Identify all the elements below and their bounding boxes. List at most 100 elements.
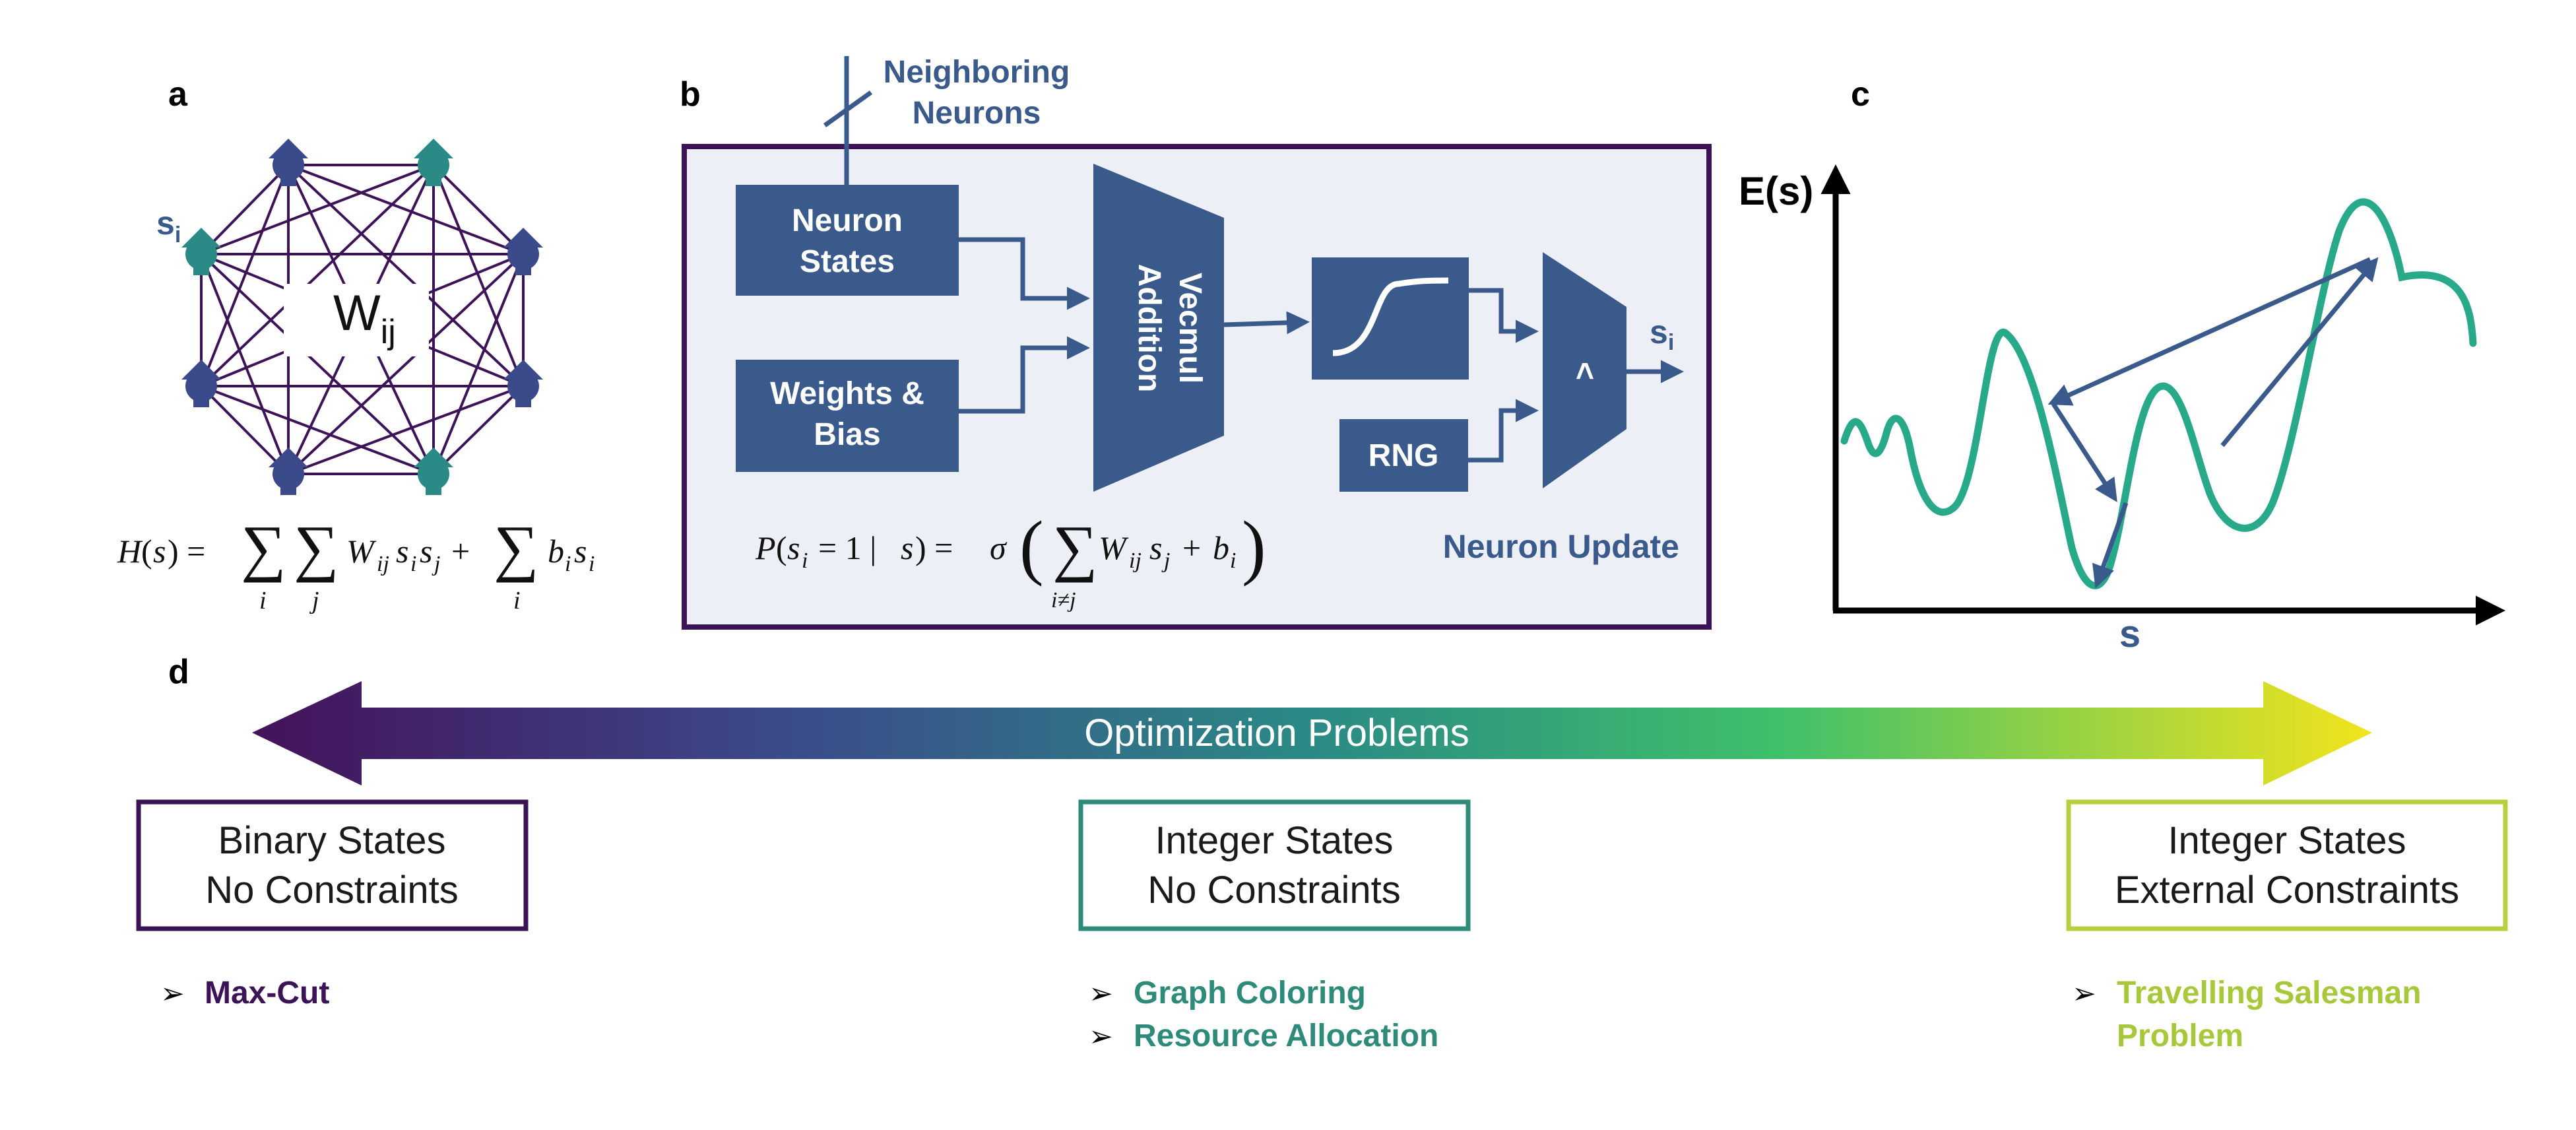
graph-edge (200, 253, 290, 475)
descent-arrow-1 (2051, 403, 2117, 502)
neuron-states-block (736, 185, 959, 296)
svg-text:∑: ∑ (1052, 512, 1097, 583)
svg-text:) =: ) = (915, 529, 953, 566)
svg-text:(: ( (141, 533, 152, 570)
graph-edge (201, 164, 434, 255)
svg-text:i: i (513, 587, 521, 615)
svg-text:+: + (1182, 529, 1201, 566)
bullet-max-cut: Max-Cut (205, 976, 329, 1011)
svg-text:∑: ∑ (494, 512, 538, 583)
x-axis-label: s (2119, 613, 2141, 655)
bullet-resource-allocation: Resource Allocation (1134, 1018, 1438, 1053)
svg-text:∑: ∑ (294, 512, 338, 583)
neuron-states-label-1: Neuron (792, 203, 903, 238)
category-box-integer: Integer States No Constraints (1078, 799, 1471, 931)
bullet-tsp-line2: Problem (2117, 1018, 2243, 1053)
spin-node (414, 139, 453, 186)
graph-edge (288, 385, 524, 475)
rng-to-comparator-wire (1468, 399, 1539, 463)
svg-text:s: s (574, 533, 587, 570)
svg-text:b: b (1213, 529, 1229, 566)
graph-edge (432, 253, 525, 475)
svg-text:i≠j: i≠j (1051, 588, 1076, 613)
svg-text:j: j (432, 552, 440, 576)
svg-text:W: W (1099, 529, 1129, 566)
svg-text:j: j (1161, 548, 1170, 573)
transition-arrows (2047, 257, 2379, 589)
svg-text:i: i (410, 552, 416, 576)
svg-text:s: s (1149, 529, 1162, 566)
graph-edge (432, 385, 525, 475)
svg-text:P: P (755, 529, 776, 566)
bullet-list-integer: ➢ Graph Coloring ➢ Resource Allocation (1089, 976, 1438, 1053)
weights-bias-label-2: Bias (814, 417, 880, 452)
neighbors-label-1: Neighboring (884, 55, 1070, 90)
svg-text:j: j (309, 587, 319, 615)
spin-node (181, 228, 221, 275)
box-binary-line2: No Constraints (205, 869, 459, 912)
spin-nodes (181, 139, 543, 495)
svg-text:∑: ∑ (241, 512, 286, 583)
svg-text:s: s (396, 533, 408, 570)
rng-block (1339, 419, 1468, 492)
category-box-binary: Binary States No Constraints (136, 799, 529, 931)
sigmoid-block (1312, 257, 1469, 380)
vecmul-addition-block (1093, 164, 1224, 492)
panel-label-c: c (1851, 75, 1870, 114)
bullet-marker: ➢ (1089, 1020, 1113, 1053)
sigmoid-to-comparator-wire (1469, 288, 1539, 343)
neighbors-label-2: Neurons (913, 96, 1041, 131)
bus-slash (823, 90, 873, 127)
svg-text:): ) (1242, 506, 1266, 587)
svg-text:s: s (153, 533, 166, 570)
spin-node (503, 360, 543, 407)
panel-label-b: b (680, 75, 701, 114)
graph-edge (288, 164, 524, 255)
graph-edge (201, 385, 434, 475)
bullet-list-constrained: ➢ Travelling Salesman Problem (2072, 976, 2422, 1053)
bullet-marker: ➢ (160, 978, 185, 1010)
svg-text:= 1 |: = 1 | (818, 529, 876, 566)
neuron-update-label: Neuron Update (1443, 528, 1679, 565)
optimization-spectrum-arrow (252, 681, 2372, 785)
bullet-marker: ➢ (2072, 978, 2096, 1010)
panel-label-d: d (168, 653, 189, 691)
weight-label-bg (284, 284, 429, 356)
graph-edge (200, 164, 290, 255)
graph-edge (200, 164, 290, 387)
svg-text:s: s (420, 533, 432, 570)
svg-text:i: i (259, 587, 267, 615)
descent-arrow-2 (2092, 502, 2129, 589)
bullet-graph-coloring: Graph Coloring (1134, 976, 1366, 1011)
y-axis-label: E(s) (1739, 169, 1813, 213)
box-constrained-line2: External Constraints (2115, 869, 2459, 912)
box-integer-line2: No Constraints (1147, 869, 1401, 912)
svg-text:i: i (1230, 548, 1236, 573)
weights-to-vecmul-wire (959, 336, 1090, 414)
svg-text:(: ( (776, 529, 787, 566)
output-label: si (1650, 314, 1674, 355)
jump-arrow-right (2220, 257, 2379, 448)
svg-text:H: H (117, 533, 143, 570)
hamiltonian-equation: H ( s ) = ∑ i ∑ j W ij s i s j + ∑ i b i… (117, 512, 595, 615)
spin-node (503, 228, 543, 275)
comparator-label: < (1567, 362, 1602, 380)
svg-text:b: b (548, 533, 564, 570)
svg-text:+: + (451, 533, 470, 570)
spin-node (269, 139, 308, 186)
graph-edge (432, 164, 525, 387)
svg-text:i: i (565, 552, 571, 576)
panel-label-a: a (168, 75, 188, 114)
svg-text:s: s (787, 529, 800, 566)
probability-equation: P ( s i = 1 | s ) = σ ( ∑ i≠j W ij s j +… (755, 506, 1266, 613)
box-constrained-line1: Integer States (2168, 819, 2406, 862)
spin-node (414, 448, 453, 495)
weight-label: Wij (333, 285, 396, 351)
graph-edge (200, 385, 290, 475)
svg-text:ij: ij (377, 552, 389, 576)
svg-text:ij: ij (1129, 548, 1142, 573)
bullet-list-binary: ➢ Max-Cut (160, 976, 329, 1011)
svg-text:σ: σ (990, 529, 1008, 566)
comparator-block (1543, 252, 1626, 488)
